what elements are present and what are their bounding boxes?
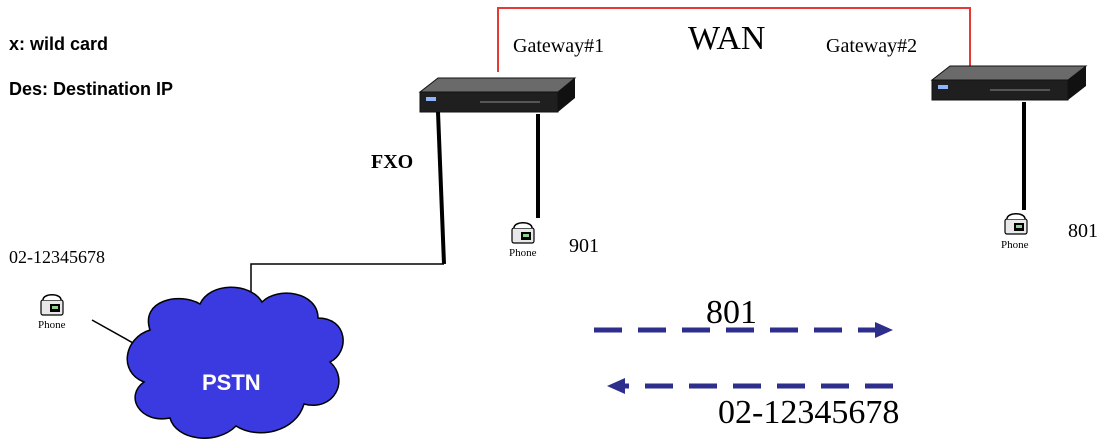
extension-901: 901 [569,235,599,257]
fxo-cable [436,111,446,265]
wan-link [497,7,971,72]
outbound-arrow-label: 801 [706,294,757,331]
fxo-label: FXO [371,151,414,173]
pstn-label: PSTN [202,370,261,395]
wan-label: WAN [688,20,766,57]
phone-left-caption: Phone [38,319,66,331]
inbound-call-arrow [607,378,893,394]
gateway2-device [930,65,1088,101]
extension-801: 801 [1068,220,1098,242]
gateway2-label: Gateway#2 [826,35,918,57]
phone-icon-mid [511,222,535,244]
phone-icon-right [1004,213,1028,235]
phone-mid-caption: Phone [509,247,537,259]
pstn-number-label: 02-12345678 [9,247,105,267]
pstn-cloud [126,286,344,439]
outbound-call-arrow [594,322,893,338]
legend-destination: Des: Destination IP [9,79,174,99]
gateway1-device [418,77,577,113]
legend-wild-card: x: wild card [9,34,109,54]
inbound-arrow-label: 02-12345678 [718,394,900,431]
gateway1-label: Gateway#1 [513,35,605,57]
phone-right-caption: Phone [1001,239,1029,251]
phone-icon-left [40,294,64,316]
